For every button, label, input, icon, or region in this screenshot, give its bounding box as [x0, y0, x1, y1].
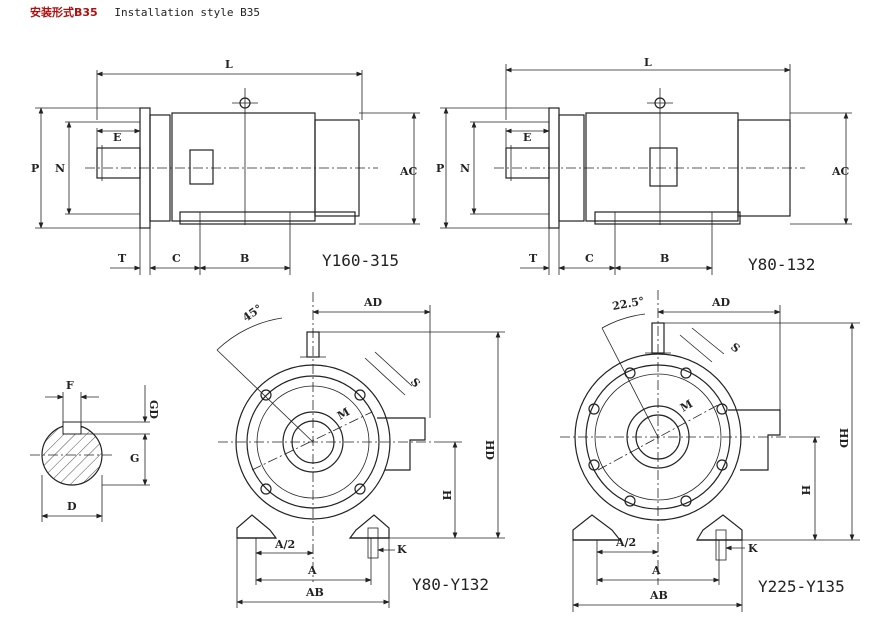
title-chinese: 安装形式B35 — [30, 6, 98, 19]
front-view-small: 45° AD S M HD H A/2 K A AB Y80-Y132 — [216, 292, 505, 608]
dim-L: L — [225, 58, 233, 71]
dim-C: C — [172, 252, 181, 265]
dim-B: B — [240, 252, 249, 265]
angle-label: 45° — [240, 302, 265, 325]
dim-S: S — [728, 340, 742, 355]
side-view-small: L P N E AC T C B Y — [436, 56, 852, 275]
dim-E: E — [523, 131, 531, 144]
dim-AD: AD — [711, 296, 731, 309]
dim-K: K — [397, 543, 407, 556]
model-label-y80-y132: Y80-Y132 — [412, 575, 489, 594]
dim-A-half: A/2 — [615, 536, 636, 549]
dim-S: S — [408, 376, 423, 390]
dim-M: M — [335, 405, 352, 422]
dim-F: F — [66, 379, 74, 392]
dim-B: B — [660, 252, 669, 265]
dim-H: H — [799, 485, 812, 495]
title-english: Installation style B35 — [114, 6, 261, 19]
dim-AB: AB — [305, 586, 324, 599]
dim-HD: HD — [483, 440, 496, 460]
dim-P: P — [31, 162, 39, 175]
model-label-y80-132: Y80-132 — [748, 255, 815, 274]
model-label-y225-y135: Y225-Y135 — [758, 577, 845, 596]
angle-label: 22.5° — [611, 295, 645, 313]
shaft-section: F GD G D — [30, 379, 160, 522]
dim-T: T — [118, 252, 127, 265]
dim-D: D — [67, 500, 77, 513]
dim-A: A — [307, 564, 317, 577]
dim-A: A — [651, 564, 661, 577]
dim-M: M — [678, 397, 695, 414]
dim-G: G — [130, 452, 139, 465]
front-view-large: 22.5° AD S M HD H A/2 K A AB Y225-Y135 — [560, 290, 860, 612]
dim-GD: GD — [147, 400, 160, 419]
dim-AC: AC — [399, 165, 418, 178]
dim-P: P — [436, 162, 444, 175]
dim-E: E — [113, 131, 121, 144]
dim-AB: AB — [649, 589, 668, 602]
dim-A-half: A/2 — [274, 538, 295, 551]
dim-T: T — [529, 252, 538, 265]
dim-HD: HD — [837, 428, 850, 448]
page-header: 安装形式B35 Installation style B35 — [30, 4, 260, 20]
dim-K: K — [748, 542, 758, 555]
dim-N: N — [55, 162, 65, 175]
dim-N: N — [460, 162, 470, 175]
dim-AC: AC — [831, 165, 850, 178]
model-label-y160-315: Y160-315 — [322, 251, 399, 270]
dim-AD: AD — [363, 296, 383, 309]
dim-L: L — [644, 56, 652, 69]
dim-C: C — [585, 252, 594, 265]
dim-H: H — [440, 490, 453, 500]
side-view-large: L P N E AC — [31, 58, 420, 275]
